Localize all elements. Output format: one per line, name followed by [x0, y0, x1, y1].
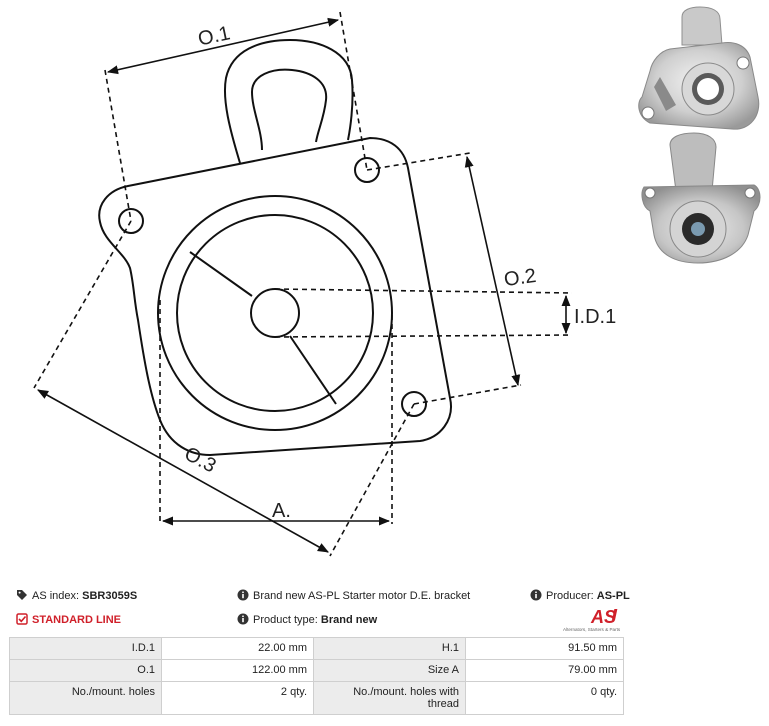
product-type-value: Brand new	[320, 614, 378, 626]
spec-value: 91.50 mm	[465, 637, 624, 660]
mount-hole-bottom	[401, 391, 427, 417]
bracket-back-photo	[641, 132, 761, 264]
producer-label: Producer:	[546, 590, 594, 602]
as-index-label: AS index:	[32, 590, 80, 602]
label-o1: O.1	[196, 22, 232, 50]
mount-hole-left	[118, 208, 144, 234]
mount-hole-top	[354, 157, 380, 183]
spec-value: 22.00 mm	[161, 637, 314, 660]
slot-wedge	[189, 251, 337, 405]
spec-value: 2 qty.	[161, 681, 314, 715]
info-icon	[530, 589, 542, 601]
info-icon	[237, 613, 249, 625]
dim-o2	[464, 155, 521, 387]
spec-label: No./mount. holes with thread	[313, 681, 466, 715]
tags-icon	[16, 589, 28, 601]
dim-o3	[37, 389, 329, 553]
standard-line-badge: STANDARD LINE	[16, 613, 121, 626]
producer: Producer: AS-PL	[530, 589, 630, 602]
table-row: No./mount. holes 2 qty. No./mount. holes…	[9, 681, 624, 715]
center-bore	[250, 288, 300, 338]
outer-ring	[157, 195, 393, 431]
label-o2: O.2	[503, 265, 538, 291]
spec-label: No./mount. holes	[9, 681, 162, 715]
spec-value: 122.00 mm	[161, 659, 314, 682]
spec-label: I.D.1	[9, 637, 162, 660]
product-type-label: Product type:	[253, 614, 318, 626]
svg-text:Alternators, Starters & Parts: Alternators, Starters & Parts	[563, 627, 621, 632]
spec-label: Size A	[313, 659, 466, 682]
label-a: A.	[272, 500, 291, 522]
bracket-front-photo	[638, 6, 760, 130]
spec-value: 79.00 mm	[465, 659, 624, 682]
specs-table: I.D.1 22.00 mm H.1 91.50 mm O.1 122.00 m…	[9, 637, 624, 715]
spec-label: H.1	[313, 637, 466, 660]
checkbox-icon	[16, 613, 28, 625]
bracket-outline	[98, 136, 452, 457]
producer-value: AS-PL	[596, 590, 630, 602]
spec-value: 0 qty.	[465, 681, 624, 715]
inner-ring	[176, 214, 374, 412]
svg-text:AS: AS	[590, 607, 616, 627]
product-type: Product type: Brand new	[237, 613, 377, 626]
technical-drawing: O.1 O.2 O.3 I.D.1 A.	[33, 11, 616, 557]
description-text: Brand new AS-PL Starter motor D.E. brack…	[253, 590, 471, 602]
as-pl-logo: AS Alternators, Starters & Parts	[563, 607, 621, 632]
info-icon	[237, 589, 249, 601]
as-index-value: SBR3059S	[82, 590, 138, 602]
label-id1: I.D.1	[574, 306, 616, 328]
standard-line-label: STANDARD LINE	[32, 614, 122, 626]
dim-o1	[106, 17, 340, 75]
as-index: AS index: SBR3059S	[16, 589, 137, 602]
bracket-loop-inner	[250, 68, 328, 151]
table-row: I.D.1 22.00 mm H.1 91.50 mm	[9, 637, 624, 660]
description: Brand new AS-PL Starter motor D.E. brack…	[237, 589, 470, 602]
spec-label: O.1	[9, 659, 162, 682]
table-row: O.1 122.00 mm Size A 79.00 mm	[9, 659, 624, 682]
